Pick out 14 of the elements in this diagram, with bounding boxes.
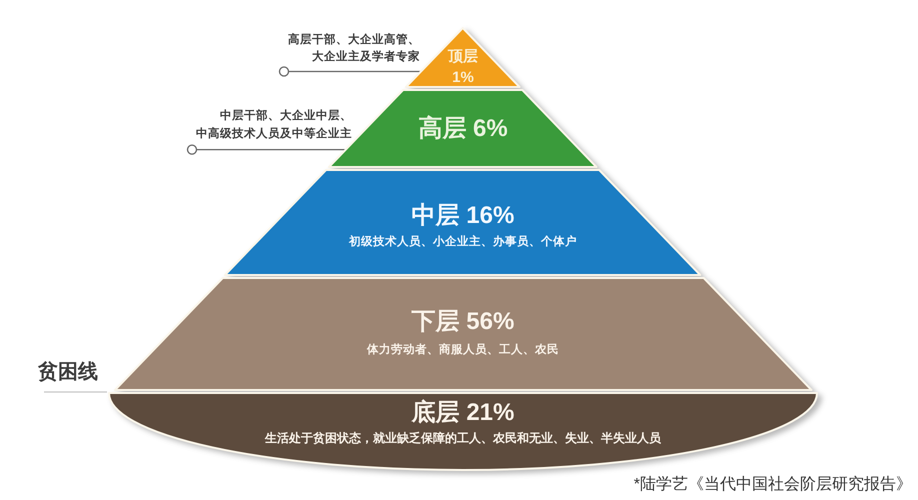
layer-description: 初级技术人员、小企业主、办事员、个体户 xyxy=(348,234,577,250)
annotation-text: 高层干部、大企业高管、大企业主及学者专家 xyxy=(287,32,420,65)
leader-line xyxy=(278,66,422,77)
source-note: *陆学艺《当代中国社会阶层研究报告》 xyxy=(634,474,912,495)
line-label: 贫困线 xyxy=(38,360,98,385)
layer-title: 底层 21% xyxy=(412,398,514,428)
layer-title: 高层 6% xyxy=(418,114,508,144)
leader-line xyxy=(186,144,346,155)
layer-title: 下层 56% xyxy=(412,308,514,336)
layer-description: 体力劳动者、商服人员、工人、农民 xyxy=(366,342,559,358)
annotation-text: 中层干部、大企业中层、中高级技术人员及中等企业主 xyxy=(195,108,352,142)
layer-title: 顶层 1% xyxy=(446,46,479,88)
layer-description: 生活处于贫困状态，就业缺乏保障的工人、农民和无业、失业、半失业人员 xyxy=(265,430,661,446)
layer-title: 中层 16% xyxy=(412,202,514,230)
